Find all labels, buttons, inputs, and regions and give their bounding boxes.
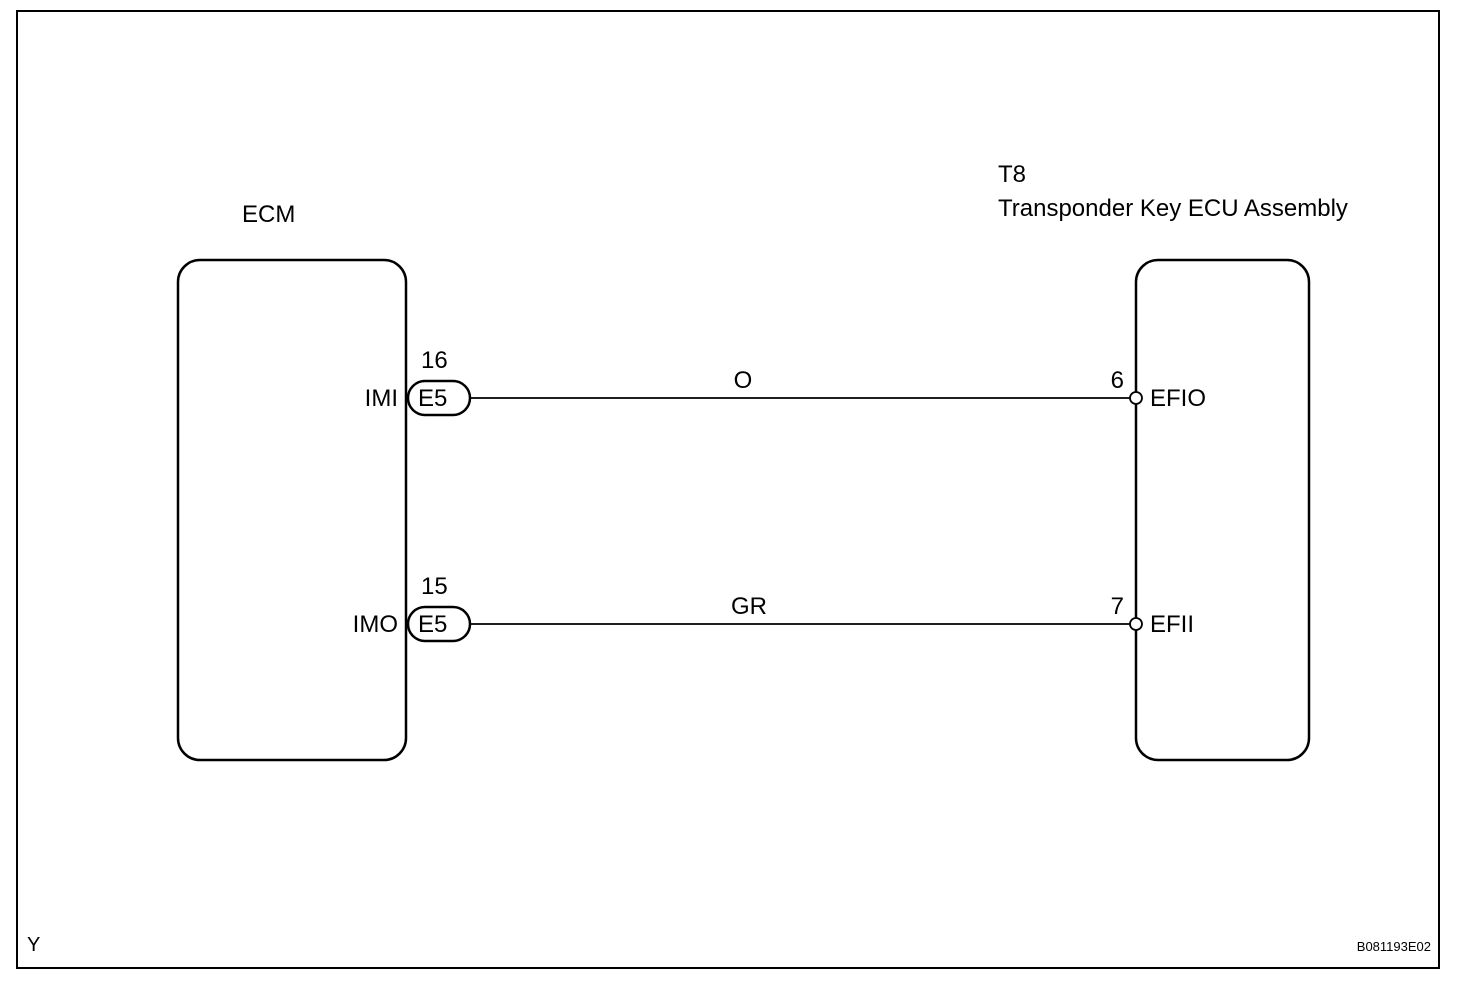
circuit-imi-efio: E5 16 IMI O 6 EFIO bbox=[365, 347, 1206, 417]
transponder-ecu-component: T8 Transponder Key ECU Assembly bbox=[998, 161, 1348, 762]
ecm-terminal-imo: IMO bbox=[353, 611, 398, 638]
transponder-pin-terminal bbox=[1129, 391, 1143, 405]
ecm-component: ECM bbox=[176, 201, 408, 762]
connector-e5 bbox=[406, 379, 472, 417]
figure-id: B081193E02 bbox=[1357, 939, 1431, 954]
ecm-pin-number: 15 bbox=[421, 573, 448, 600]
transponder-pin-number: 7 bbox=[1111, 593, 1124, 620]
ecm-label: ECM bbox=[242, 201, 295, 228]
transponder-terminal-efii: EFII bbox=[1150, 611, 1194, 638]
wire-color-code: O bbox=[734, 367, 753, 394]
transponder-name-label: Transponder Key ECU Assembly bbox=[998, 195, 1348, 222]
ecm-terminal-imi: IMI bbox=[365, 385, 398, 412]
transponder-pin-terminal bbox=[1129, 617, 1143, 631]
transponder-terminal-efio: EFIO bbox=[1150, 385, 1206, 412]
wire-color-code: GR bbox=[731, 593, 767, 620]
transponder-pin-number: 6 bbox=[1111, 367, 1124, 394]
transponder-box bbox=[1134, 258, 1311, 762]
corner-letter: Y bbox=[27, 934, 40, 956]
transponder-code-label: T8 bbox=[998, 161, 1026, 188]
connector-e5-label: E5 bbox=[418, 385, 447, 412]
ecm-box bbox=[176, 258, 408, 762]
diagram-frame bbox=[16, 10, 1440, 969]
ecm-pin-number: 16 bbox=[421, 347, 448, 374]
connector-e5-label: E5 bbox=[418, 611, 447, 638]
circuit-imo-efii: E5 15 IMO GR 7 EFII bbox=[353, 573, 1194, 643]
connector-e5 bbox=[406, 605, 472, 643]
